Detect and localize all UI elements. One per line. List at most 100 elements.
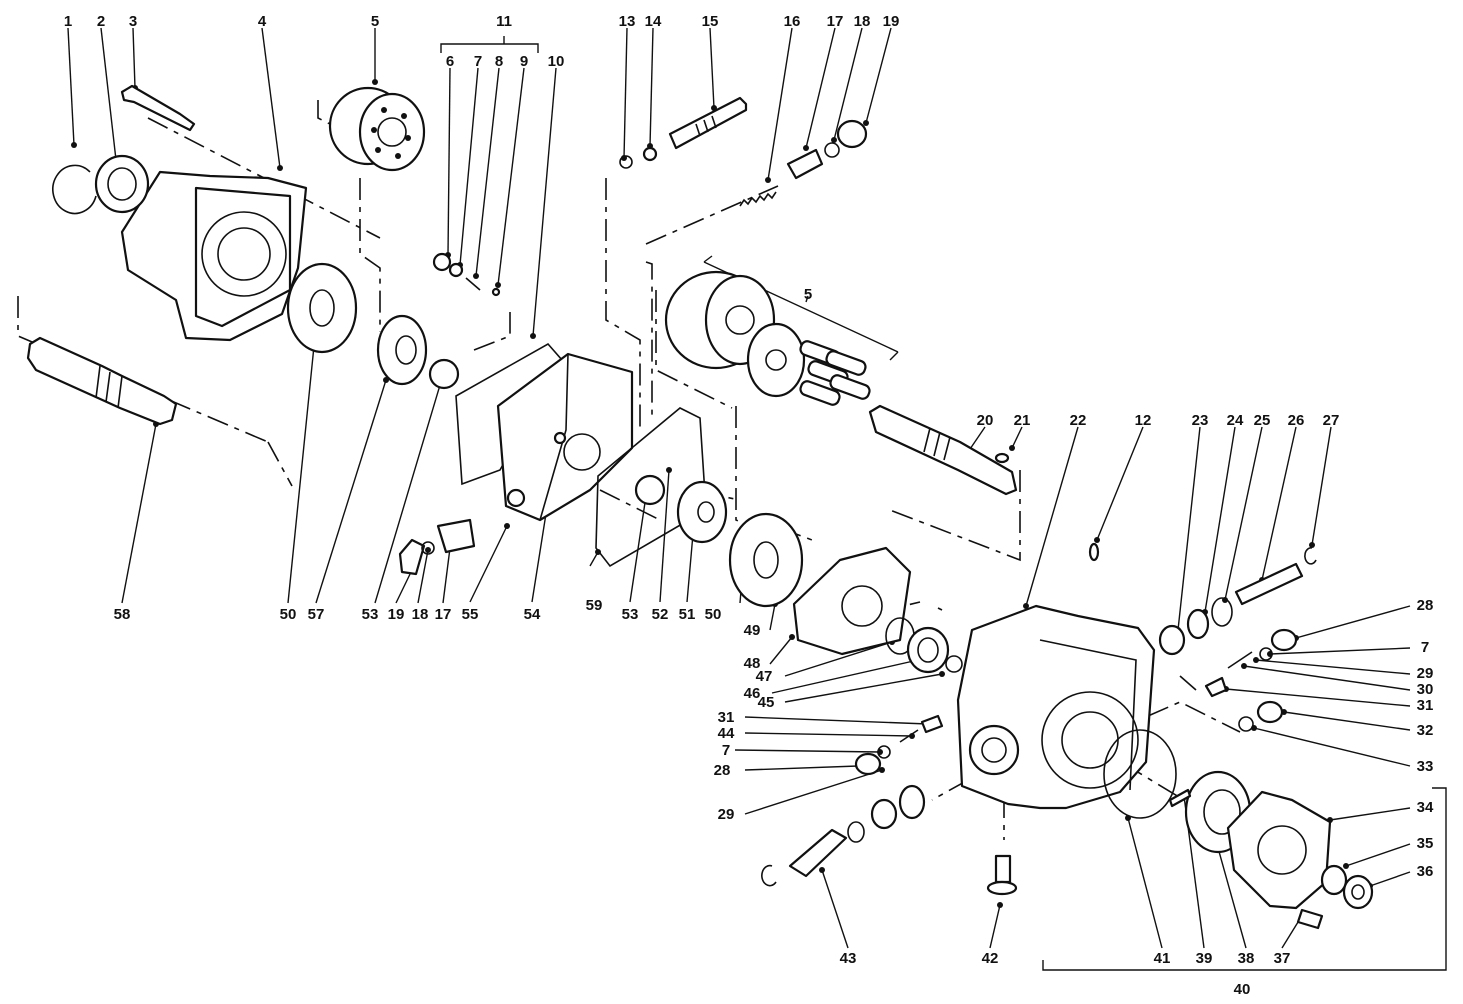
callout-18: 18 — [854, 13, 871, 30]
callout-25: 25 — [1254, 412, 1271, 429]
part-21-key — [994, 452, 1010, 464]
callout-16: 16 — [784, 13, 801, 30]
callout-55: 55 — [462, 606, 479, 623]
part-50-thrust-washer-left — [286, 262, 358, 354]
part-5-cylinder-left — [328, 86, 426, 172]
callout-45: 45 — [758, 694, 775, 711]
callout-24: 24 — [1227, 412, 1244, 429]
part-28-33-right-fittings — [1204, 628, 1298, 732]
callout-19: 19 — [388, 606, 405, 623]
callout-29: 29 — [718, 806, 735, 823]
callout-20: 20 — [977, 412, 994, 429]
callout-18: 18 — [412, 606, 429, 623]
part-17-19-valve-top — [786, 119, 868, 180]
part-39-pin — [1168, 788, 1192, 808]
part-55-54-fittings — [398, 518, 476, 576]
part-53-bushing-left — [428, 358, 460, 390]
callout-10: 10 — [548, 53, 565, 70]
callout-41: 41 — [1154, 950, 1171, 967]
callout-37: 37 — [1274, 950, 1291, 967]
part-57-swashplate — [376, 314, 428, 386]
callout-11: 11 — [496, 13, 512, 30]
part-13-14-rings — [619, 146, 658, 169]
part-2-bearing — [94, 154, 150, 214]
part-20-shaft — [868, 404, 1018, 496]
callout-40: 40 — [1234, 981, 1251, 998]
callout-12: 12 — [1135, 412, 1152, 429]
callout-57: 57 — [308, 606, 325, 623]
callout-59: 59 — [586, 597, 603, 614]
callout-27: 27 — [1323, 412, 1340, 429]
part-23-27-right-top — [1158, 547, 1317, 656]
part-42-bolt — [986, 854, 1018, 896]
callout-49: 49 — [744, 622, 761, 639]
callout-9: 9 — [520, 53, 528, 70]
callout-58: 58 — [114, 606, 131, 623]
callout-17: 17 — [827, 13, 844, 30]
pistons — [799, 340, 871, 406]
part-16-spring — [739, 191, 777, 207]
callout-31: 31 — [1417, 697, 1434, 714]
callout-6: 6 — [446, 53, 454, 70]
callout-8: 8 — [495, 53, 503, 70]
callout-39: 39 — [1196, 950, 1213, 967]
callout-1: 1 — [64, 13, 72, 30]
callout-32: 32 — [1417, 722, 1434, 739]
part-3-bolt — [120, 84, 196, 132]
callout-35: 35 — [1417, 835, 1434, 852]
callout-28: 28 — [714, 762, 731, 779]
callout-52: 52 — [652, 606, 669, 623]
callout-2: 2 — [97, 13, 105, 30]
callout-30: 30 — [1417, 681, 1434, 698]
part-35-36-bearing-seal — [1320, 864, 1374, 910]
callout-34: 34 — [1417, 799, 1434, 816]
part-43-shaft-bottom — [761, 828, 848, 887]
callout-5: 5 — [371, 13, 379, 30]
callout-50: 50 — [280, 606, 297, 623]
callout-51: 51 — [679, 606, 696, 623]
callout-50: 50 — [705, 606, 722, 623]
callout-14: 14 — [645, 13, 662, 30]
callout-23: 23 — [1192, 412, 1209, 429]
callout-53: 53 — [622, 606, 639, 623]
part-bottom-bearings — [847, 784, 926, 843]
part-41-o-ring — [1103, 729, 1177, 819]
callout-17: 17 — [435, 606, 452, 623]
part-47-46-bearing — [885, 617, 963, 674]
callout-7: 7 — [474, 53, 482, 70]
callout-33: 33 — [1417, 758, 1434, 775]
part-31-44-7-28-left-fittings — [854, 714, 944, 776]
part-12-small-pin — [1088, 542, 1100, 562]
callout-54: 54 — [524, 606, 541, 623]
callout-47: 47 — [756, 668, 773, 685]
callout-26: 26 — [1288, 412, 1305, 429]
callout-53: 53 — [362, 606, 379, 623]
callout-7: 7 — [722, 742, 730, 759]
callout-labels: 1 2 3 4 5 11 6 7 8 9 10 13 14 15 16 17 1… — [64, 13, 1434, 998]
part-53-bushing-center — [634, 474, 666, 506]
callout-48: 48 — [744, 655, 761, 672]
callout-4: 4 — [258, 13, 267, 30]
callout-21: 21 — [1014, 412, 1031, 429]
callout-28: 28 — [1417, 597, 1434, 614]
callout-22: 22 — [1070, 412, 1087, 429]
callout-31: 31 — [718, 709, 735, 726]
callout-44: 44 — [718, 725, 735, 742]
part-50-thrust-washer-right — [728, 512, 804, 608]
part-1-retaining-ring — [52, 164, 97, 215]
callout-5: 5 — [804, 286, 812, 303]
part-37-bolt — [1296, 908, 1324, 930]
part-6-9-check-valve-parts — [432, 252, 501, 297]
callout-43: 43 — [840, 950, 857, 967]
callout-38: 38 — [1238, 950, 1255, 967]
callout-13: 13 — [619, 13, 636, 30]
callout-29: 29 — [1417, 665, 1434, 682]
callout-19: 19 — [883, 13, 900, 30]
part-48-swashplate-right — [792, 546, 912, 656]
callout-7: 7 — [1421, 639, 1429, 656]
part-22-main-housing — [956, 604, 1156, 810]
part-15-shaft-top — [668, 96, 748, 150]
part-51-port-plate — [676, 480, 728, 544]
callout-42: 42 — [982, 950, 999, 967]
